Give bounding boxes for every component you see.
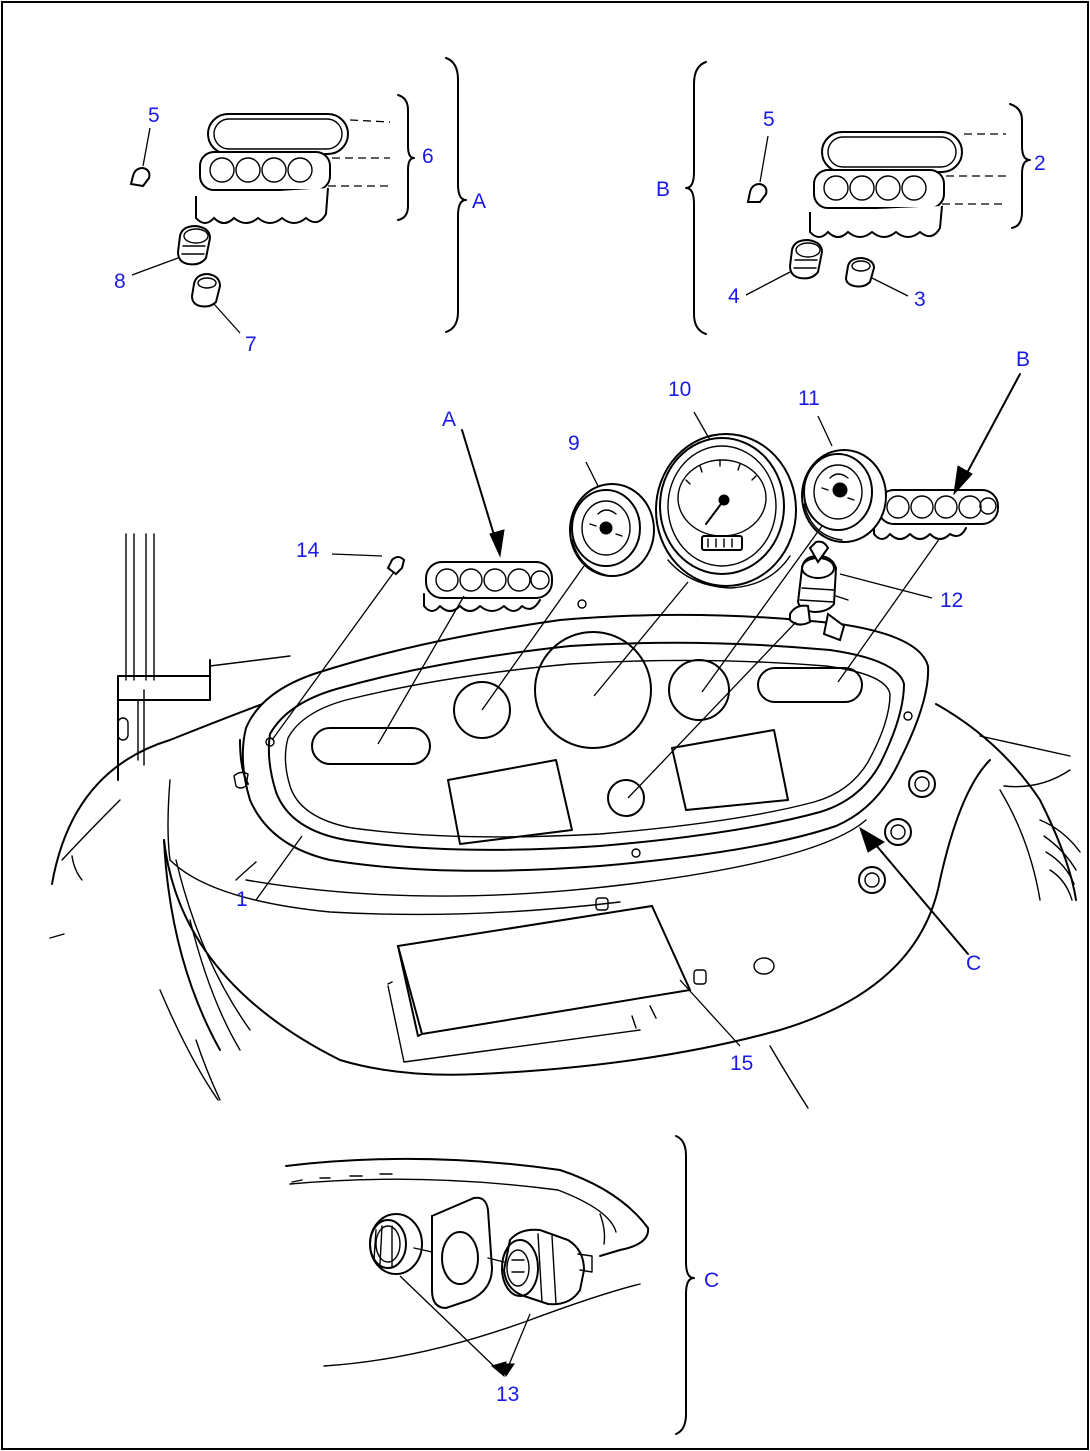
main-assembly (49, 373, 1081, 1109)
callout-3: 3 (914, 288, 926, 311)
lamp-cluster-a (423, 561, 553, 612)
callout-10: 10 (668, 378, 691, 401)
callout-labels: 5 6 8 7 A 5 2 B 4 3 10 B A 9 11 14 12 1 … (114, 104, 1046, 1406)
bulb-14 (386, 556, 406, 576)
callout-5-b: 5 (763, 108, 775, 131)
lens-a (207, 113, 349, 155)
gauge-9 (569, 483, 655, 577)
opening-right-window (671, 729, 789, 811)
callout-2: 2 (1034, 152, 1046, 175)
key-switch (789, 540, 849, 642)
callout-4: 4 (728, 285, 740, 308)
callout-5-a: 5 (148, 104, 160, 127)
callout-9: 9 (568, 432, 580, 455)
callout-15: 15 (730, 1052, 753, 1075)
fuse-box (396, 904, 692, 1036)
gauge-10 (655, 433, 797, 589)
callout-7: 7 (245, 333, 257, 356)
callout-14: 14 (296, 539, 320, 562)
opening-lamp-a (311, 727, 431, 765)
detail-view-c (285, 1135, 695, 1435)
callout-view-c-arrow: C (966, 952, 981, 975)
callout-8: 8 (114, 270, 126, 293)
bulb-5a (129, 166, 151, 188)
opening-gauge-11 (668, 659, 730, 721)
opening-lamp-b (757, 667, 863, 703)
opening-gauge-10 (534, 631, 652, 749)
socket-3 (844, 256, 876, 288)
housing-a (195, 187, 329, 224)
socket-7 (190, 272, 222, 308)
bezel-a (199, 151, 331, 191)
callout-13: 13 (496, 1383, 519, 1406)
callout-view-b-arrow: B (1016, 348, 1030, 371)
callout-11: 11 (798, 387, 820, 410)
lens-b (821, 131, 963, 173)
callout-view-c-detail: C (704, 1269, 719, 1292)
callout-view-a-detail: A (472, 190, 486, 213)
gauge-11 (801, 449, 887, 543)
opening-key-switch (607, 779, 645, 817)
mount-plate (431, 1196, 494, 1310)
callout-view-a-arrow: A (442, 408, 456, 431)
panel-frame (241, 613, 930, 872)
socket-4 (788, 238, 824, 280)
socket-8 (176, 224, 212, 266)
socket-c (502, 1228, 586, 1306)
housing-b (809, 205, 943, 238)
detail-view-a (129, 57, 467, 334)
callout-view-b-detail: B (656, 178, 670, 201)
bulb-5b (746, 182, 768, 203)
hour-counter (701, 535, 743, 551)
bezel-b (813, 169, 945, 209)
callout-12: 12 (940, 589, 963, 612)
callout-1: 1 (236, 888, 248, 911)
detail-view-b (685, 61, 1031, 335)
lamp-cluster-b (873, 489, 999, 540)
opening-left-window (447, 759, 573, 845)
callout-6: 6 (422, 145, 434, 168)
opening-gauge-9 (453, 681, 511, 739)
